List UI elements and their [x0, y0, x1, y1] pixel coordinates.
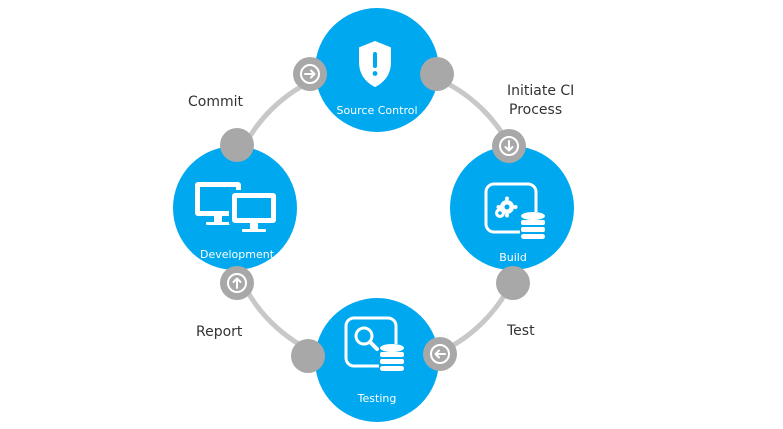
arrow-down-circle-icon — [492, 129, 526, 163]
gears-database-icon — [484, 182, 546, 240]
arrow-right-circle-icon — [293, 57, 327, 91]
build-label: Build — [499, 251, 527, 264]
initiate-ci-label-line1: Initiate CI — [507, 83, 575, 99]
connector-dot — [496, 266, 530, 300]
initiate-ci-label-line2: Process — [509, 102, 563, 118]
magnifier-database-icon — [344, 316, 405, 372]
connector-dot — [291, 339, 325, 373]
connector-dot — [220, 128, 254, 162]
commit-label: Commit — [188, 94, 243, 110]
connector-dot — [420, 57, 454, 91]
arrow-left-circle-icon — [423, 337, 457, 371]
report-label: Report — [196, 324, 243, 340]
shield-alert-icon — [359, 41, 391, 87]
development-label: Development — [199, 248, 275, 261]
source-control-label: Source Control — [336, 104, 418, 117]
two-monitors-icon — [195, 182, 279, 232]
testing-label: Testing — [357, 392, 397, 405]
test-label: Test — [507, 323, 535, 339]
arrow-up-circle-icon — [220, 266, 254, 300]
